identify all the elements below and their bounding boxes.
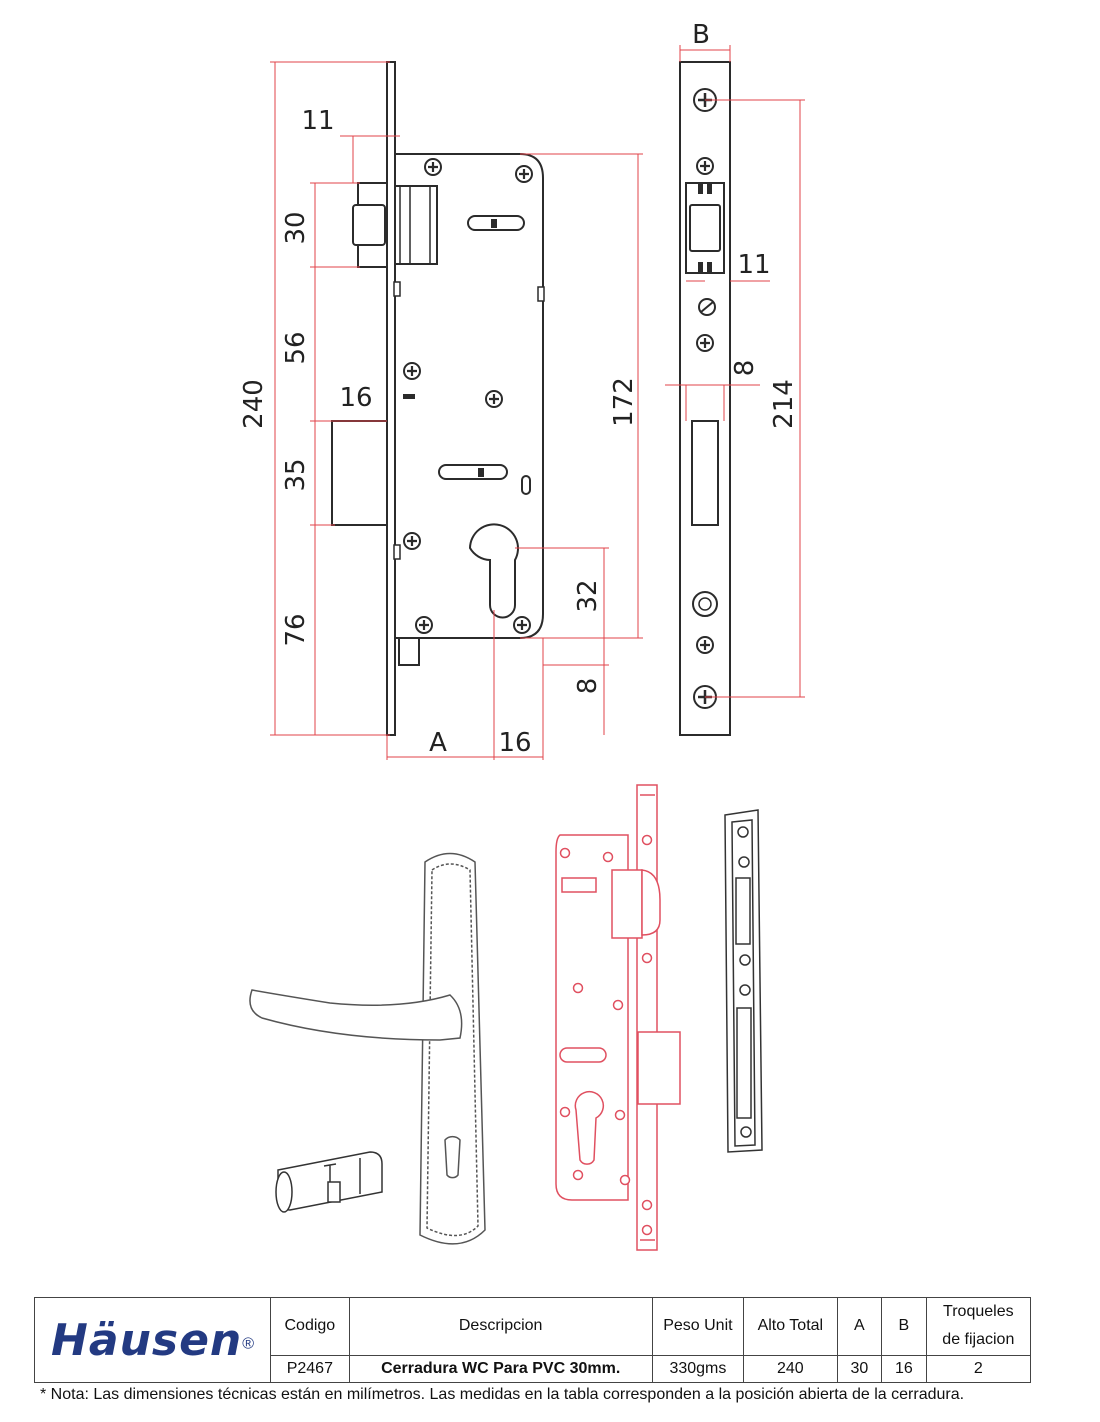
dim-16-bottom: 16: [498, 728, 531, 758]
header-a: A: [836, 1297, 883, 1356]
brand-logo: Häusen®: [33, 1297, 272, 1383]
dim-11-front: 11: [737, 250, 770, 280]
euro-cylinder-illustration: [275, 1151, 383, 1213]
cell-a: 30: [836, 1354, 883, 1384]
dim-16-bolt: 16: [339, 383, 372, 413]
lock-body-illustration: [555, 784, 681, 1251]
header-peso: Peso Unit: [651, 1297, 745, 1356]
spec-table: Häusen® Codigo Descripcion Peso Unit Alt…: [33, 1297, 1032, 1384]
cell-troqueles: 2: [925, 1354, 1032, 1384]
dim-32: 32: [573, 579, 603, 612]
header-troqueles: Troqueles de fijacion: [925, 1297, 1032, 1356]
dim-a: A: [429, 728, 447, 758]
dim-172: 172: [609, 377, 639, 427]
footnote: * Nota: Las dimensiones técnicas están e…: [40, 1386, 965, 1403]
header-alto: Alto Total: [743, 1297, 838, 1356]
dim-8-bottom: 8: [573, 678, 603, 695]
header-codigo: Codigo: [270, 1297, 350, 1356]
dim-76: 76: [281, 613, 311, 646]
cell-alto: 240: [743, 1354, 838, 1384]
header-b: B: [881, 1297, 927, 1356]
dim-240: 240: [239, 379, 269, 429]
cell-descripcion: Cerradura WC Para PVC 30mm.: [348, 1354, 653, 1384]
front-view-faceplate: [679, 61, 731, 736]
dim-30: 30: [281, 211, 311, 244]
cell-b: 16: [881, 1354, 927, 1384]
cell-codigo: P2467: [270, 1354, 350, 1384]
dim-11-top: 11: [301, 106, 334, 136]
header-descripcion: Descripcion: [348, 1297, 653, 1356]
dim-214: 214: [769, 379, 799, 429]
dim-56: 56: [281, 331, 311, 364]
cell-peso: 330gms: [651, 1354, 745, 1384]
side-view-dimensions: [270, 61, 643, 760]
dim-b: B: [692, 20, 710, 50]
strike-plate-illustration: [724, 809, 763, 1153]
dim-8-front: 8: [730, 360, 760, 377]
technical-drawing: 240 11 30 56 16 35 76 172 32 8 A 16 B 11…: [239, 20, 805, 1251]
dim-35: 35: [281, 458, 311, 491]
front-view-dimensions: [665, 45, 805, 698]
door-handle-illustration: [249, 852, 486, 1245]
